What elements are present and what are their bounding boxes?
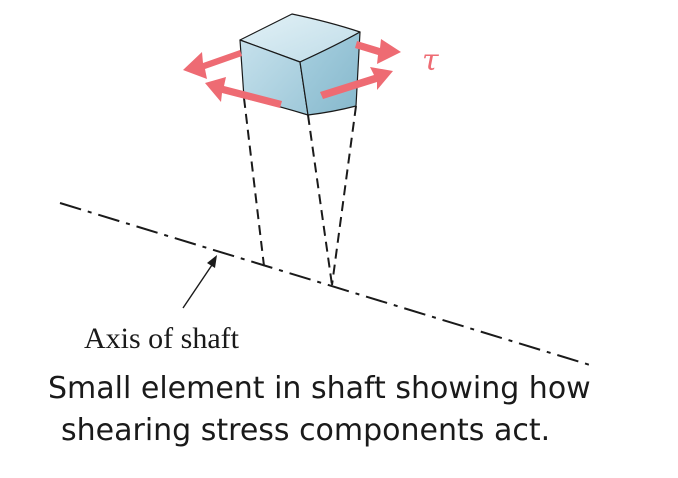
shear-arrow-bottom-left: [205, 77, 282, 108]
shear-arrow-top-left: [183, 50, 242, 79]
element-side-face: [299, 31, 361, 116]
projection-lines: [243, 97, 357, 286]
shear-arrow-bottom-right: [320, 67, 393, 99]
tau-label: τ: [422, 43, 439, 78]
axis-leader-arrowhead: [207, 255, 217, 268]
axis-of-shaft-label: Axis of shaft: [84, 322, 240, 355]
shaft-axis-line: [59, 202, 591, 366]
figure-caption: Small element in shaft showing how shear…: [48, 368, 591, 452]
caption-line-1: Small element in shaft showing how: [48, 371, 591, 406]
shear-arrows: [183, 39, 401, 108]
shear-arrow-top-right: [355, 39, 401, 64]
axis-leader: [182, 255, 217, 309]
caption-line-2: shearing stress components act.: [61, 413, 551, 448]
